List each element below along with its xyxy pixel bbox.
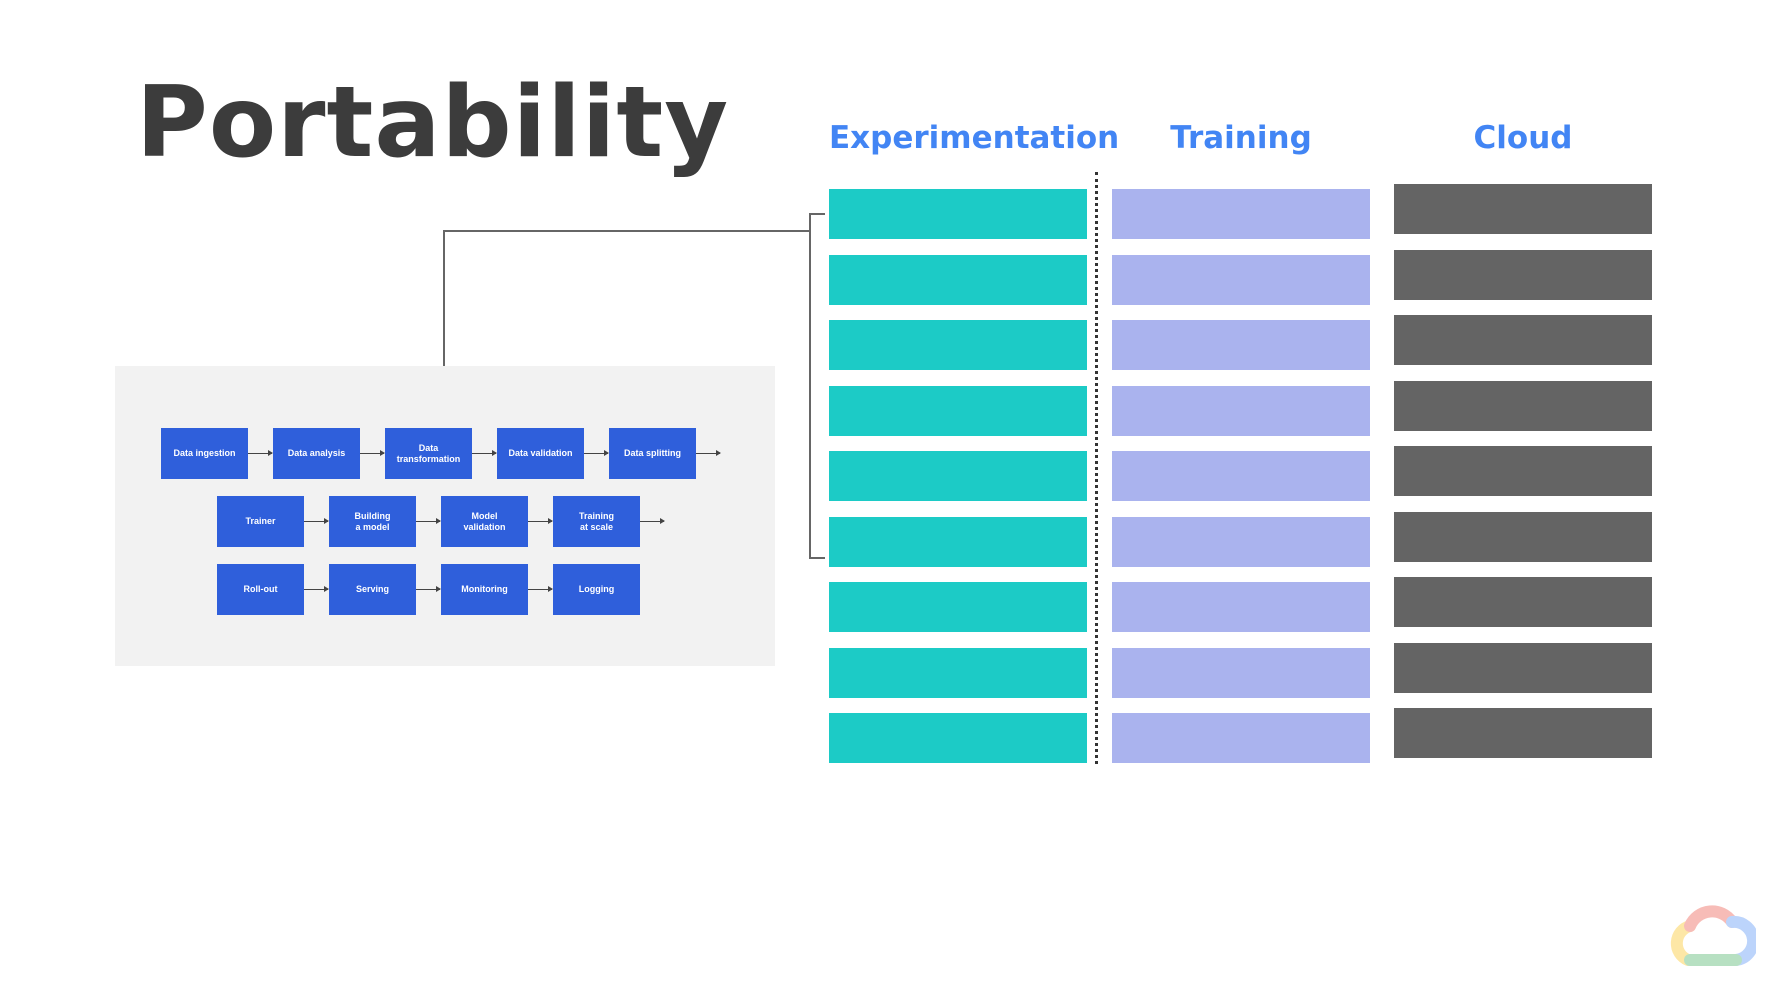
cloud-bar xyxy=(1394,643,1652,693)
experimentation-bar xyxy=(829,713,1087,763)
cloud-bar xyxy=(1394,577,1652,627)
step-logging: Logging xyxy=(553,564,640,615)
arrow xyxy=(304,586,329,592)
step-data-splitting: Data splitting xyxy=(609,428,696,479)
connector-bracket-bottom xyxy=(809,557,825,559)
experimentation-bar xyxy=(829,386,1087,436)
experimentation-bar xyxy=(829,189,1087,239)
column-header-training: Training xyxy=(1170,120,1312,156)
cloud-bar xyxy=(1394,512,1652,562)
cloud-bar xyxy=(1394,184,1652,234)
training-bar xyxy=(1112,517,1370,567)
arrow xyxy=(248,450,273,456)
arrow xyxy=(416,518,441,524)
arrow xyxy=(360,450,385,456)
step-data-ingestion: Data ingestion xyxy=(161,428,248,479)
experimentation-bar xyxy=(829,517,1087,567)
training-bar xyxy=(1112,320,1370,370)
cloud-bar xyxy=(1394,315,1652,365)
step-training-at-scale: Training at scale xyxy=(553,496,640,547)
connector-vertical xyxy=(443,230,445,366)
column-header-cloud: Cloud xyxy=(1473,120,1573,156)
arrow xyxy=(640,518,665,524)
experimentation-bar xyxy=(829,451,1087,501)
google-cloud-logo-icon xyxy=(1670,905,1756,966)
column-header-experimentation: Experimentation xyxy=(829,120,1120,156)
experimentation-bar xyxy=(829,648,1087,698)
cloud-bar xyxy=(1394,708,1652,758)
experimentation-bar xyxy=(829,320,1087,370)
training-bar xyxy=(1112,451,1370,501)
step-building-model: Building a model xyxy=(329,496,416,547)
cloud-bar xyxy=(1394,446,1652,496)
training-bar xyxy=(1112,648,1370,698)
connector-bracket xyxy=(809,213,811,559)
pipeline-panel: Data ingestion Data analysis Data transf… xyxy=(115,366,775,666)
column-divider xyxy=(1095,172,1098,764)
cloud-bar xyxy=(1394,381,1652,431)
arrow xyxy=(472,450,497,456)
arrow xyxy=(528,518,553,524)
arrow xyxy=(528,586,553,592)
training-bar xyxy=(1112,386,1370,436)
training-bar xyxy=(1112,582,1370,632)
page-title: Portability xyxy=(136,66,730,180)
step-roll-out: Roll-out xyxy=(217,564,304,615)
step-data-transformation: Data transformation xyxy=(385,428,472,479)
step-model-validation: Model validation xyxy=(441,496,528,547)
step-data-analysis: Data analysis xyxy=(273,428,360,479)
step-monitoring: Monitoring xyxy=(441,564,528,615)
arrow xyxy=(416,586,441,592)
step-data-validation: Data validation xyxy=(497,428,584,479)
arrow xyxy=(584,450,609,456)
step-trainer: Trainer xyxy=(217,496,304,547)
training-bar xyxy=(1112,713,1370,763)
cloud-bar xyxy=(1394,250,1652,300)
arrow xyxy=(304,518,329,524)
experimentation-bar xyxy=(829,255,1087,305)
training-bar xyxy=(1112,255,1370,305)
connector-horizontal xyxy=(443,230,810,232)
connector-bracket-top xyxy=(809,213,825,215)
arrow xyxy=(696,450,721,456)
step-serving: Serving xyxy=(329,564,416,615)
experimentation-bar xyxy=(829,582,1087,632)
training-bar xyxy=(1112,189,1370,239)
